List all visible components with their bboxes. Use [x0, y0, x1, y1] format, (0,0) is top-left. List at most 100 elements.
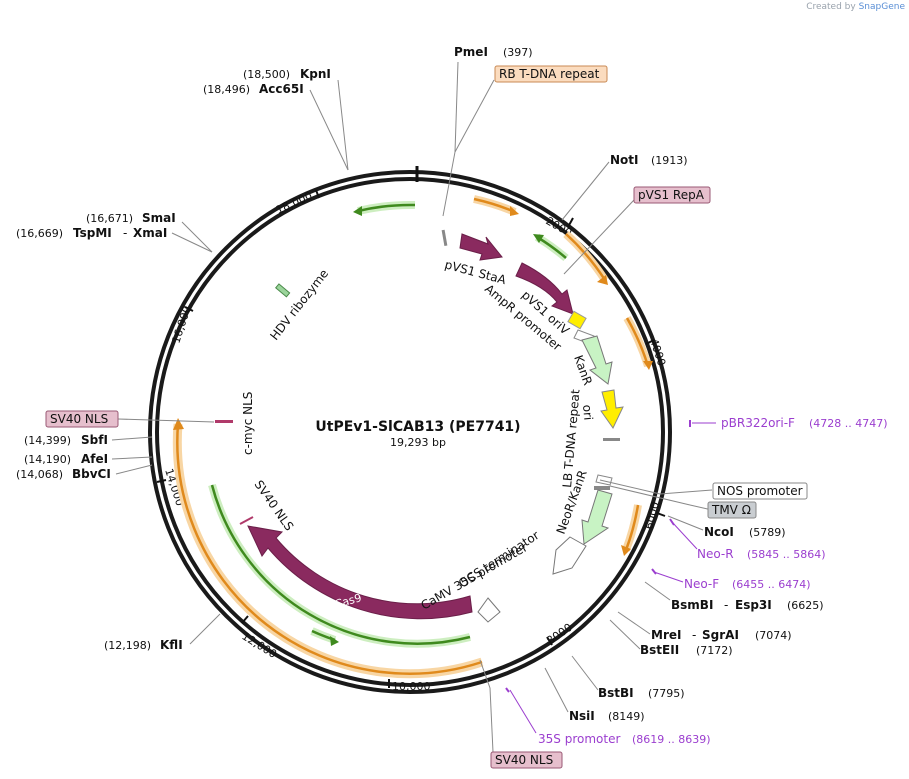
cas9-arrow	[247, 525, 473, 620]
rb-tdna-inner-mark	[441, 229, 448, 247]
leader-smai	[181, 221, 213, 253]
hdv-marker	[275, 283, 291, 298]
leader-kfli	[189, 613, 221, 645]
leader-nos	[659, 489, 713, 495]
cmyc-marker	[215, 420, 233, 423]
tick-2000	[567, 217, 574, 228]
plasmid-length: 19,293 bp	[390, 436, 446, 449]
site-noti-name: NotI	[610, 153, 639, 167]
site-bsmbi-pos: (6625)	[787, 599, 824, 612]
site-afei-pos: (14,190)	[24, 453, 71, 466]
site-sbfi-pos: (14,399)	[24, 434, 71, 447]
leader-sv40nls-bottom	[489, 687, 494, 753]
orf-arcs	[172, 195, 653, 679]
leader-acc65i	[309, 89, 349, 171]
label-cmyc: c-myc NLS	[241, 392, 255, 455]
kanr-arrow	[581, 335, 613, 385]
leader-noti	[561, 161, 610, 221]
leader-bsmbi	[644, 581, 671, 601]
primer-marks	[505, 420, 691, 693]
box-tmv	[707, 501, 757, 519]
primer-neor-range: (5845 .. 5864)	[747, 548, 826, 561]
leader-ncoi	[667, 515, 704, 531]
label-sv40nls-inner: SV40 NLS	[252, 478, 297, 534]
leader-xmai	[171, 232, 213, 253]
plasmid-name: UtPEv1-SlCAB13 (PE7741)	[315, 419, 520, 435]
lb-tdna-mark	[603, 438, 620, 441]
box-nos-promoter-label: NOS promoter	[717, 484, 803, 498]
site-bbvci-pos: (14,068)	[16, 468, 63, 481]
site-pmei-name: PmeI	[454, 45, 488, 59]
site-kfli-name: KflI	[160, 638, 183, 652]
site-sgrai-name: SgrAI	[702, 628, 739, 642]
tick-label-18000: 18,000	[274, 189, 314, 217]
site-pmei-pos: (397)	[503, 46, 533, 59]
box-nos-promoter	[712, 482, 808, 500]
site-afei-name: AfeI	[81, 452, 108, 466]
leader-nsii	[544, 667, 569, 713]
site-bsteii-name: BstEII	[640, 643, 679, 657]
ampr-promoter-box	[567, 310, 587, 330]
leader-bstbi	[571, 655, 599, 691]
tick-12000	[241, 615, 249, 624]
site-smai-pos: (16,671)	[86, 212, 133, 225]
leader-rb	[454, 79, 495, 153]
leader-kpni	[337, 79, 349, 171]
site-mrei-sep: -	[692, 628, 696, 642]
tick-6000	[656, 512, 666, 517]
box-pvs1-repa	[633, 186, 711, 204]
pvs1-oriv-arrow	[515, 262, 574, 315]
tmv-mark	[594, 486, 610, 490]
leader-sbfi	[111, 436, 153, 441]
site-esp3i-name: Esp3I	[735, 598, 772, 612]
site-bstbi-pos: (7795)	[648, 687, 685, 700]
box-sv40nls-bottom-label: SV40 NLS	[495, 753, 553, 767]
ori-arrow	[600, 389, 624, 429]
leader-bbvci	[115, 464, 153, 475]
site-ncoi-pos: (5789)	[749, 526, 786, 539]
site-bsmbi-sep: -	[724, 598, 728, 612]
ocs-terminator-arrow	[552, 536, 587, 575]
credit-text: Created by	[806, 2, 856, 12]
primer-neof-range: (6455 .. 6474)	[732, 578, 811, 591]
label-ori: ori	[580, 404, 595, 421]
site-kpni-pos: (18,500)	[243, 68, 290, 81]
sv40nls-inner-marker	[239, 516, 254, 525]
box-pvs1-repa-label: pVS1 RepA	[638, 188, 705, 202]
site-labels: PmeI (397) (18,500) KpnI (18,496) Acc65I…	[16, 45, 824, 723]
scale-ticks	[156, 189, 666, 688]
site-tspmi-name: TspMI	[73, 226, 112, 240]
backbone	[148, 166, 672, 694]
primer-pbr322-range: (4728 .. 4747)	[809, 417, 888, 430]
box-rb-tdna-label: RB T-DNA repeat	[499, 67, 600, 81]
site-kfli-pos: (12,198)	[104, 639, 151, 652]
snapgene-brand: SnapGene	[858, 2, 905, 12]
inner-features	[215, 229, 624, 623]
label-camv35s: CaMV 35S promoter	[419, 540, 530, 612]
label-hdv: HDV ribozyme	[267, 267, 331, 343]
box-tmv-label: TMV Ω	[711, 503, 751, 517]
primer-neof-name: Neo-F	[684, 577, 719, 591]
site-mrei-name: MreI	[651, 628, 681, 642]
tick-16000	[184, 306, 194, 312]
box-sv40nls-left	[45, 410, 119, 428]
nos-promoter-arrow	[595, 474, 613, 486]
camv35s-arrow	[477, 597, 501, 623]
leader-afei	[111, 456, 153, 460]
site-acc65i-pos: (18,496)	[203, 83, 250, 96]
tick-8000	[546, 636, 553, 646]
primer-neor-name: Neo-R	[697, 547, 734, 561]
leader-mrei	[617, 611, 651, 635]
site-bbvci-name: BbvCI	[72, 467, 111, 481]
site-ncoi-name: NcoI	[704, 525, 734, 539]
site-nsii-name: NsiI	[569, 709, 595, 723]
tick-14000	[156, 479, 167, 483]
tick-18000	[315, 189, 320, 199]
neor-kanr-arrow	[581, 489, 613, 545]
site-acc65i-name: Acc65I	[259, 82, 304, 96]
box-sv40nls-bottom	[490, 751, 563, 769]
box-sv40nls-left-label: SV40 NLS	[50, 412, 108, 426]
label-pvs1-staa: pVS1 StaA	[443, 257, 508, 287]
box-rb-tdna	[494, 65, 608, 83]
